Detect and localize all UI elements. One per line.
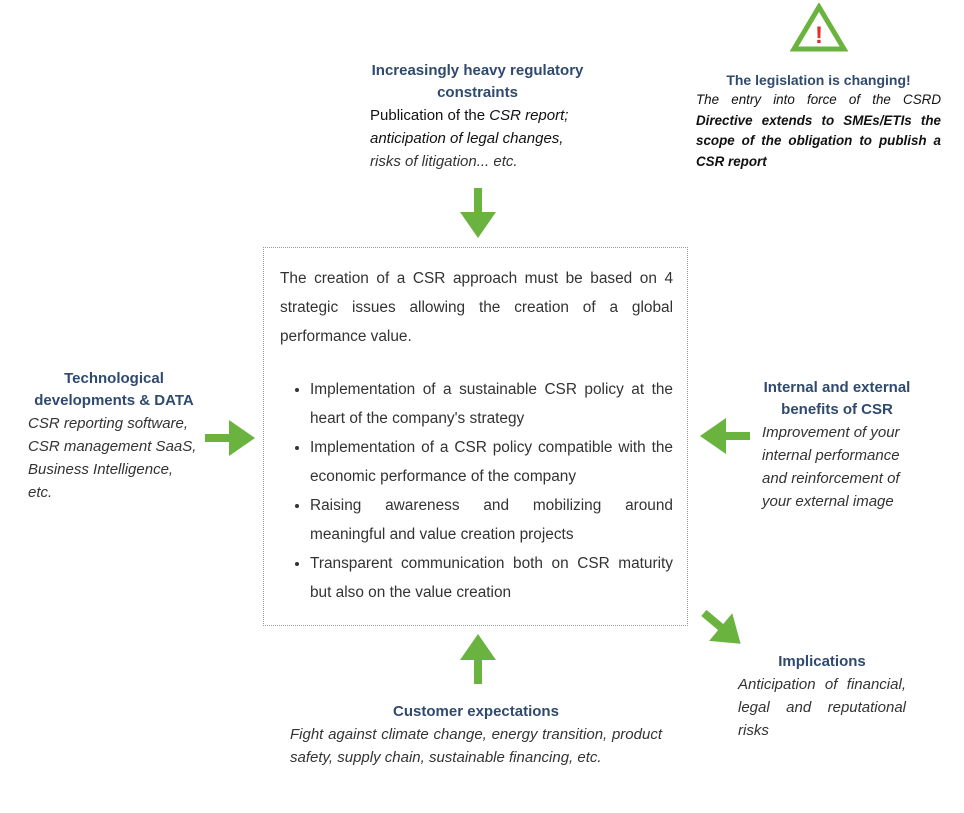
regulatory-constraints-block: Increasingly heavy regulatory constraint… [370,60,585,173]
regulatory-line3: risks of litigation... etc. [370,153,518,170]
csr-benefits-title: Internal and external benefits of CSR [763,379,911,418]
strategic-issue-item: Implementation of a sustainable CSR poli… [310,375,673,433]
legislation-text-part2: Directive extends to SMEs/ETIs the scope… [696,112,941,169]
csr-benefits-block: Internal and external benefits of CSR Im… [762,377,912,513]
arrow-up-icon [460,634,496,684]
warning-mark: ! [815,22,823,49]
regulatory-line1: Publication of the [370,107,490,124]
arrow-left-icon [700,418,750,454]
regulatory-line2: anticipation of legal changes, [370,130,564,147]
implications-title: Implications [778,653,866,670]
strategic-issues-list: Implementation of a sustainable CSR poli… [280,375,673,607]
customer-expectations-text: Fight against climate change, energy tra… [290,726,662,766]
arrow-diagonal-icon [701,609,741,644]
csr-approach-box: The creation of a CSR approach must be b… [263,247,688,626]
technological-developments-title: Technological developments & DATA [34,370,194,409]
regulatory-constraints-title: Increasingly heavy regulatory constraint… [371,62,584,101]
csr-approach-intro: The creation of a CSR approach must be b… [280,270,673,345]
technological-developments-block: Technological developments & DATA CSR re… [28,368,200,504]
implications-block: Implications Anticipation of financial, … [738,651,906,742]
strategic-issue-item: Transparent communication both on CSR ma… [310,549,673,607]
legislation-text: The entry into force of the CSRD Directi… [696,90,941,172]
technological-developments-text: CSR reporting software, CSR management S… [28,415,197,501]
customer-expectations-block: Customer expectations Fight against clim… [290,701,662,769]
legislation-title: The legislation is changing! [726,72,911,88]
csr-benefits-text: Improvement of your internal performance… [762,424,900,510]
warning-triangle-icon: ! [789,2,849,58]
customer-expectations-title: Customer expectations [393,703,559,720]
regulatory-line1-em: CSR report; [489,107,569,124]
strategic-issue-item: Raising awareness and mobilizing around … [310,491,673,549]
strategic-issue-item: Implementation of a CSR policy compatibl… [310,433,673,491]
regulatory-constraints-text: Publication of the CSR report; anticipat… [370,104,585,173]
legislation-block: The legislation is changing! The entry i… [696,70,941,172]
implications-text: Anticipation of financial, legal and rep… [738,676,906,739]
arrow-right-icon [205,420,255,456]
arrow-down-icon [460,188,496,238]
legislation-text-part1: The entry into force of the CSRD [696,92,941,107]
